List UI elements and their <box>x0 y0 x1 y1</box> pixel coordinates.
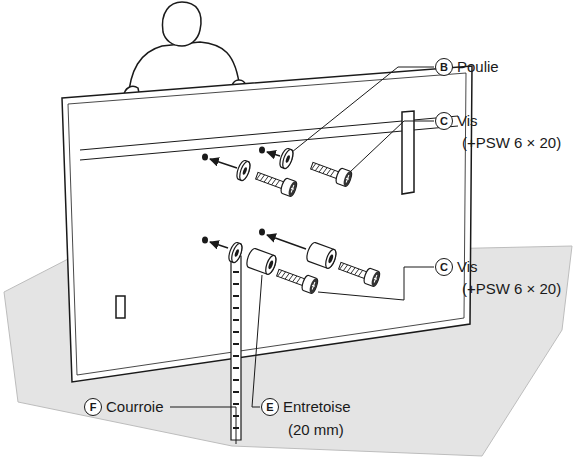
part-name: Vis <box>457 258 478 276</box>
part-name: Courroie <box>106 398 164 416</box>
part-spec: (+PSW 6 × 20) <box>462 280 561 298</box>
part-spec: (+PSW 6 × 20) <box>462 134 561 152</box>
callout-letter: E <box>261 398 279 416</box>
callout-letter: B <box>435 58 453 76</box>
callout-letter: C <box>435 112 453 130</box>
callout-letter: C <box>435 258 453 276</box>
part-name: Entretoise <box>283 398 351 416</box>
part-spec: (20 mm) <box>288 421 344 439</box>
part-name: Poulie <box>457 58 499 76</box>
callout-letter: F <box>84 398 102 416</box>
part-name: Vis <box>457 112 478 130</box>
